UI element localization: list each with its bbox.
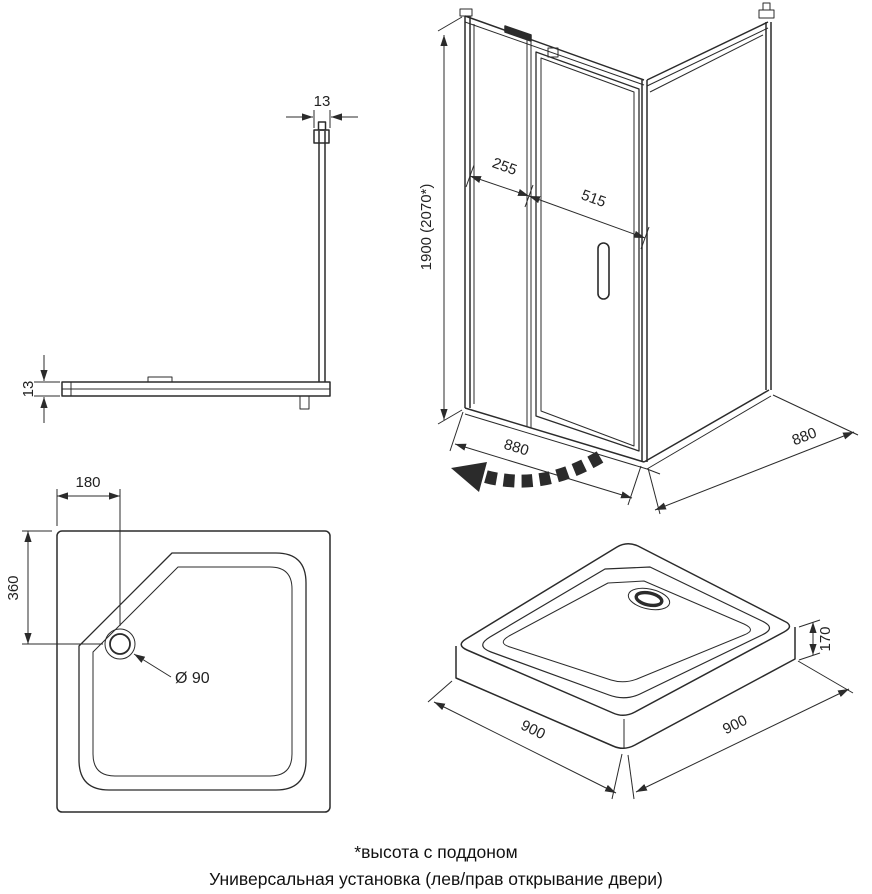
dim-label-profile-height: 13 [20, 381, 37, 398]
dim-label-profile-width: 13 [314, 93, 331, 110]
enclosure-frame [459, 2, 775, 475]
dim-label-tray-height: 170 [817, 626, 834, 651]
dim-label-front-width: 880 [502, 436, 531, 460]
dim-fixed-panel: 255 [465, 155, 534, 208]
dim-enclosure-height: 1900 (2070*) [418, 16, 463, 425]
dim-label-drain-offset-x: 180 [75, 474, 100, 491]
shower-door [535, 47, 640, 452]
vertical-profile [313, 121, 330, 382]
dim-label-drain-offset-y: 360 [5, 575, 22, 600]
dim-tray-side-left: 900 [427, 680, 623, 800]
dim-drain-offset-x: 180 [56, 474, 121, 626]
footnote-installation-note: Универсальная установка (лев/прав открыв… [209, 869, 663, 889]
tray-iso-view: 170 900 900 [427, 543, 854, 800]
dim-label-enclosure-height: 1900 (2070*) [418, 184, 435, 271]
tray-top-view: 180 360 Ø 90 [5, 474, 331, 813]
door-roller [547, 47, 559, 58]
door-swing-arrow [451, 451, 604, 492]
wall-profile-view: 13 13 [20, 93, 358, 423]
dim-label-tray-side-left: 900 [518, 717, 548, 743]
footnotes: *высота с поддоном Универсальная установ… [209, 842, 663, 889]
dim-tray-height: 170 [798, 619, 834, 661]
door-swing-arrowhead [451, 462, 487, 492]
dim-side-depth: 880 [647, 394, 859, 515]
dim-label-door-width: 515 [579, 187, 608, 212]
drain-icon-iso [627, 587, 671, 611]
dim-profile-height: 13 [20, 355, 60, 423]
enclosure-iso-view: 1900 (2070*) 255 515 880 [418, 2, 859, 515]
dim-front-width: 880 [449, 411, 642, 506]
drain-diameter-label: Ø 90 [133, 653, 210, 687]
dim-label-drain-diameter: Ø 90 [175, 670, 210, 687]
horizontal-profile [61, 376, 331, 410]
dim-door-width: 515 [528, 187, 650, 250]
dim-label-fixed-panel: 255 [490, 155, 519, 180]
dim-label-tray-side-right: 900 [720, 712, 750, 738]
drain-icon [104, 628, 136, 660]
dim-profile-width: 13 [286, 93, 358, 128]
dim-label-side-depth: 880 [790, 424, 819, 449]
tray-outline [56, 530, 331, 813]
door-handle [597, 242, 610, 300]
footnote-height-note: *высота с поддоном [354, 842, 517, 862]
dim-drain-offset-y: 360 [5, 530, 103, 645]
